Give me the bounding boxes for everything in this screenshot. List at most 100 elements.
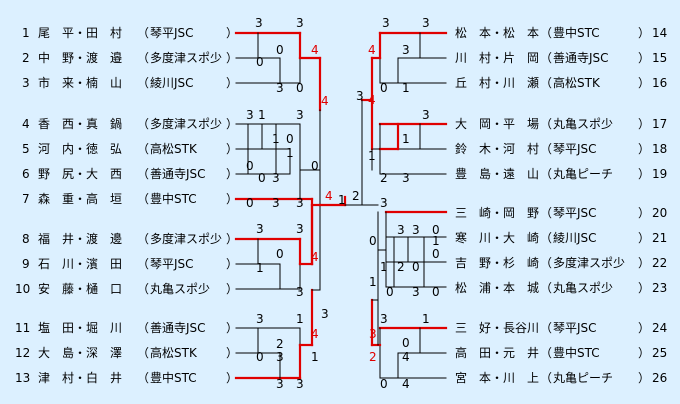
seed-number: 22 — [652, 256, 667, 270]
score-label: 0 — [369, 234, 377, 248]
right-entry-22: 吉 野・杉 崎 （ 多度津スポ少 ） 22 — [455, 255, 667, 270]
pair-name: 寒 川・大 崎 — [455, 230, 539, 245]
score-label: 1 — [422, 312, 430, 326]
score-label: 3 — [402, 43, 410, 57]
pair-name: 尾 平・田 村 — [38, 26, 122, 40]
score-label: 3 — [276, 377, 284, 391]
right-entry-15: 川 村・片 岡 （ 善通寺JSC ） 15 — [455, 50, 667, 65]
seed-number: 9 — [22, 257, 30, 271]
right-entry-26: 宮 本・川 上 （ 丸亀ピーチ ） 26 — [455, 370, 667, 385]
left-entry-4: 4 香 西・真 鍋 （ 多度津スポ少 ） — [22, 116, 238, 131]
team-name: 善通寺JSC — [150, 320, 206, 335]
score-label: 4 — [402, 350, 410, 364]
score-label: 3 — [296, 196, 304, 210]
left-entry-12: 12 大 島・深 澤 （ 高松STK ） — [15, 345, 238, 360]
score-label: 0 — [276, 247, 284, 261]
open-paren: （ — [540, 206, 552, 220]
left-entry-8: 8 福 井・渡 邊 （ 多度津スポ少 ） — [22, 231, 238, 246]
close-paren: ） — [638, 142, 650, 156]
right-entry-21: 寒 川・大 崎 （ 綾川JSC ） 21 — [455, 230, 667, 245]
seed-number: 8 — [22, 232, 30, 246]
score-label: 3 — [380, 196, 388, 210]
pair-name: 三 崎・岡 野 — [455, 206, 539, 220]
team-name: 多度津スポ少 — [150, 231, 222, 246]
score-label: 2 — [352, 189, 360, 203]
score-label: 3 — [296, 377, 304, 391]
pair-name: 松 浦・本 城 — [455, 281, 539, 295]
close-paren: ） — [226, 346, 238, 360]
open-paren: （ — [540, 26, 552, 40]
team-name: 丸亀ピーチ — [553, 371, 613, 385]
left-entry-7: 7 森 重・高 垣 （ 豊中STC ） — [22, 191, 238, 206]
seed-number: 2 — [22, 51, 30, 65]
score-label: 1 — [369, 275, 377, 289]
score-label: 0 — [256, 350, 264, 364]
bracket-lines — [234, 31, 448, 380]
pair-name: 大 島・深 澤 — [38, 345, 122, 360]
close-paren: ） — [638, 206, 650, 220]
left-entry-2: 2 中 野・渡 邉 （ 多度津スポ少 ） — [22, 50, 238, 65]
open-paren: （ — [137, 51, 149, 65]
match-scores: 3 3 0 0 3 0 4 3 1 3 1 0 1 0 0 3 0 3 3 4 … — [246, 16, 440, 391]
open-paren: （ — [137, 76, 149, 90]
open-paren: （ — [137, 321, 149, 335]
close-paren: ） — [226, 51, 238, 65]
open-paren: （ — [540, 167, 552, 181]
score-label: 4 — [368, 93, 376, 107]
score-label: 3 — [276, 350, 284, 364]
score-label: 3 — [356, 89, 364, 103]
close-paren: ） — [226, 371, 238, 385]
score-label: 0 — [258, 171, 266, 185]
close-paren: ） — [226, 321, 238, 335]
left-entry-9: 9 石 川・濱 田 （ 琴平JSC ） — [22, 257, 238, 271]
open-paren: （ — [137, 142, 149, 156]
score-label: 0 — [432, 223, 440, 237]
team-name: 琴平JSC — [553, 142, 597, 156]
score-label: 1 — [368, 149, 376, 163]
seed-number: 12 — [15, 346, 30, 360]
team-name: 琴平JSC — [553, 321, 597, 335]
open-paren: （ — [540, 231, 552, 245]
team-name: 多度津スポ少 — [150, 116, 222, 131]
pair-name: 吉 野・杉 崎 — [455, 256, 539, 270]
pair-name: 石 川・濱 田 — [38, 257, 122, 271]
close-paren: ） — [638, 346, 650, 360]
open-paren: （ — [540, 371, 552, 385]
score-label: 3 — [402, 171, 410, 185]
right-entry-16: 丘 村・川 瀬 （ 高松STK ） 16 — [455, 75, 667, 90]
score-label: 4 — [325, 189, 333, 203]
open-paren: （ — [137, 232, 149, 246]
seed-number: 20 — [652, 206, 667, 220]
pair-name: 中 野・渡 邉 — [38, 50, 122, 65]
team-name: 豊中STC — [150, 370, 197, 385]
left-entry-5: 5 河 内・徳 弘 （ 高松STK ） — [22, 141, 238, 156]
right-entry-18: 鈴 木・河 村 （ 琴平JSC ） 18 — [455, 141, 667, 156]
close-paren: ） — [638, 371, 650, 385]
score-label: 4 — [311, 43, 319, 57]
score-label: 3 — [246, 108, 254, 122]
open-paren: （ — [137, 192, 149, 206]
score-label: 3 — [276, 81, 284, 95]
open-paren: （ — [540, 256, 552, 270]
open-paren: （ — [540, 321, 552, 335]
team-name: 多度津スポ少 — [150, 50, 222, 65]
pair-name: 塩 田・堀 川 — [38, 320, 122, 335]
close-paren: ） — [226, 117, 238, 131]
score-label: 1 — [432, 234, 440, 248]
pair-name: 松 本・松 本 — [455, 26, 539, 40]
seed-number: 18 — [652, 142, 667, 156]
pair-name: 宮 本・川 上 — [455, 370, 539, 385]
seed-number: 3 — [22, 76, 30, 90]
score-label: 3 — [412, 285, 420, 299]
team-name: 豊中STC — [150, 191, 197, 206]
score-label: 3 — [321, 307, 329, 321]
seed-number: 19 — [652, 167, 667, 181]
score-label: 0 — [412, 260, 420, 274]
seed-number: 16 — [652, 76, 667, 90]
right-entry-23: 松 浦・本 城 （ 丸亀スポ少 ） 23 — [455, 281, 667, 295]
right-entry-24: 三 好・長谷川 （ 琴平JSC ） 24 — [455, 321, 667, 335]
score-label: 3 — [296, 285, 304, 299]
pair-name: 大 岡・平 場 — [455, 117, 539, 131]
right-entry-20: 三 崎・岡 野 （ 琴平JSC ） 20 — [455, 206, 667, 220]
